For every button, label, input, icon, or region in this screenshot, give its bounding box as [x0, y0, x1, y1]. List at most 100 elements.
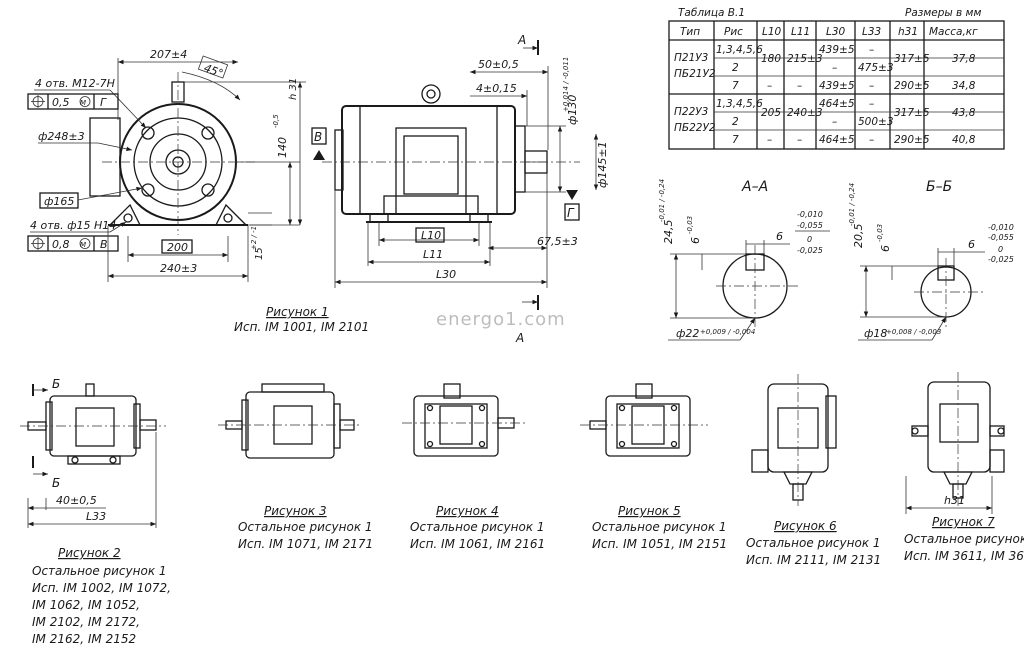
dim-d130-tol: +0,014 / -0,011 — [562, 57, 570, 112]
dim-140: 140 — [276, 137, 289, 158]
th-l10: L10 — [762, 26, 782, 38]
g1-l33-2: 475±3 — [858, 62, 894, 74]
fig1-side-view: В Г А А 50±0,5 4±0,15 ф130 +0,014 / -0,0… — [234, 33, 609, 345]
dim-holes-d15: 4 отв. ф15 Н14 — [30, 219, 116, 232]
dim-d145: ф145±1 — [596, 141, 609, 188]
bb-ktol1: -0,010 — [988, 223, 1014, 232]
fig2-line-1: Остальное рисунок 1 — [32, 564, 167, 578]
g1-l30-3: 439±5 — [819, 80, 855, 92]
g1-type-1: П21У3 — [674, 52, 708, 64]
tol2-m: М — [80, 241, 86, 249]
fig2-l33: L33 — [86, 510, 106, 523]
dim-l10: L10 — [421, 229, 441, 242]
bb-d6: 6 — [879, 245, 892, 252]
aa-ktol2: -0,055 — [797, 221, 823, 230]
bb-title: Б–Б — [926, 179, 952, 195]
fig5: Рисунок 5 Остальное рисунок 1 Исп. IM 10… — [580, 383, 727, 551]
g2-h31-1: 317±5 — [894, 107, 930, 119]
aa-d22-tol: +0,009 / -0,004 — [700, 328, 755, 336]
fig4-title: Рисунок 4 — [436, 504, 499, 518]
bb-ktol4: -0,025 — [988, 255, 1014, 264]
fig4-line-1: Остальное рисунок 1 — [410, 520, 545, 534]
tol2-ref: В — [100, 238, 108, 251]
g1-h31-2: 290±5 — [894, 80, 930, 92]
g2-type-2: ПБ22У2 — [674, 122, 716, 134]
fig7-line-2: Исп. IM 3611, IM 3631 — [904, 549, 1024, 563]
fig7-line-1: Остальное рисунок 1 — [904, 532, 1024, 546]
dim-d130: ф130 — [566, 95, 579, 125]
g2-mass-2: 40,8 — [952, 134, 976, 146]
tol1-m: М — [80, 99, 86, 107]
g2-type-1: П22У3 — [674, 106, 708, 118]
aa-d6: 6 — [689, 237, 702, 244]
fig7-h31: h31 — [944, 494, 965, 507]
dim-d248: ф248±3 — [38, 130, 85, 143]
g2-ris-3: 7 — [732, 134, 739, 146]
aa-ktol3: 0 — [807, 235, 812, 244]
g1-l33-1: – — [869, 44, 874, 56]
fig1-title: Рисунок 1 — [266, 305, 329, 319]
tol1-ref: Г — [100, 96, 107, 109]
fig2-line-2: Исп. IM 1002, IM 1072, — [32, 581, 171, 595]
mark-a-bot: А — [515, 331, 524, 345]
fig3-title: Рисунок 3 — [264, 504, 327, 518]
fig1-subtitle: Исп. IM 1001, IM 2101 — [234, 320, 369, 334]
fig2-line-4: IM 2102, IM 2172, — [32, 615, 140, 629]
g2-l33-1: – — [869, 98, 874, 110]
dim-207: 207±4 — [150, 48, 187, 61]
g1-l33-3: – — [869, 80, 874, 92]
dim-l11: L11 — [423, 248, 443, 261]
bb-ktol3: 0 — [998, 245, 1003, 254]
th-l30: L30 — [826, 26, 846, 38]
fig2: Б Б 40±0,5 L33 Рисунок 2 Остальное рисун… — [20, 377, 171, 646]
g1-l30-1: 439±5 — [819, 44, 855, 56]
bb-d18: ф18 — [864, 327, 887, 340]
fig6-line-2: Исп. IM 2111, IM 2131 — [746, 553, 881, 567]
g1-l10: 180 — [761, 53, 781, 65]
g1-l30-2: – — [832, 62, 837, 74]
th-ris: Рис — [724, 26, 743, 38]
th-h31: h31 — [898, 26, 918, 38]
dim-d165: ф165 — [44, 195, 74, 208]
fig1-end-view: 207±4 45° 4 отв. М12-7Н 0,5 М Г ф248±3 ф… — [27, 48, 306, 282]
fig6-title: Рисунок 6 — [774, 519, 837, 533]
bb-d205: 20,5 — [852, 224, 865, 249]
g1-l11-dash: – — [797, 80, 802, 92]
dim-200: 200 — [167, 241, 188, 254]
fig2-line-3: IM 1062, IM 1052, — [32, 598, 140, 612]
g1-ris-1: 1,3,4,5,6 — [716, 44, 763, 56]
g2-l11: 240±3 — [787, 107, 823, 119]
g1-mass-1: 37,8 — [952, 53, 976, 65]
watermark: energo1.com — [436, 309, 566, 330]
fig7: h31 Рисунок 7 Остальное рисунок 1 Исп. I… — [904, 372, 1024, 563]
fig6-line-1: Остальное рисунок 1 — [746, 536, 881, 550]
g1-mass-2: 34,8 — [952, 80, 976, 92]
dim-15: 15 — [254, 247, 265, 260]
fig2-title: Рисунок 2 — [58, 546, 121, 560]
g2-l33-2: 500±3 — [858, 116, 894, 128]
bb-d6-tol: -0,03 — [876, 224, 884, 242]
fig5-title: Рисунок 5 — [618, 504, 681, 518]
section-aa: А–А 24,5 -0,01 / -0,24 6 -0,03 6 -0,010 … — [658, 179, 830, 341]
table-units: Размеры в мм — [905, 7, 981, 19]
dim-140-tol: -0,5 — [272, 114, 280, 128]
g2-l10-dash: – — [767, 134, 772, 146]
th-l11: L11 — [791, 26, 810, 38]
g2-mass-1: 43,8 — [952, 107, 976, 119]
fig4: Рисунок 4 Остальное рисунок 1 Исп. IM 10… — [402, 383, 545, 551]
g1-l11: 215±3 — [787, 53, 823, 65]
dim-h31-fig1: h 31 — [288, 78, 299, 100]
dim-l30: L30 — [436, 268, 456, 281]
g1-h31-1: 317±5 — [894, 53, 930, 65]
aa-d6-tol: -0,03 — [686, 216, 694, 234]
fig5-line-1: Остальное рисунок 1 — [592, 520, 727, 534]
fig3-line-2: Исп. IM 1071, IM 2171 — [238, 537, 373, 551]
dim-holes-m12: 4 отв. М12-7Н — [35, 77, 115, 90]
table-caption: Таблица В.1 — [678, 7, 745, 19]
g2-ris-2: 2 — [732, 116, 739, 128]
dim-675: 67,5±3 — [537, 235, 578, 248]
mark-g: Г — [567, 206, 575, 220]
tol1-val: 0,5 — [52, 96, 70, 109]
bb-d18-tol: +0,008 / -0,003 — [886, 328, 941, 336]
fig3: Рисунок 3 Остальное рисунок 1 Исп. IM 10… — [218, 383, 373, 551]
